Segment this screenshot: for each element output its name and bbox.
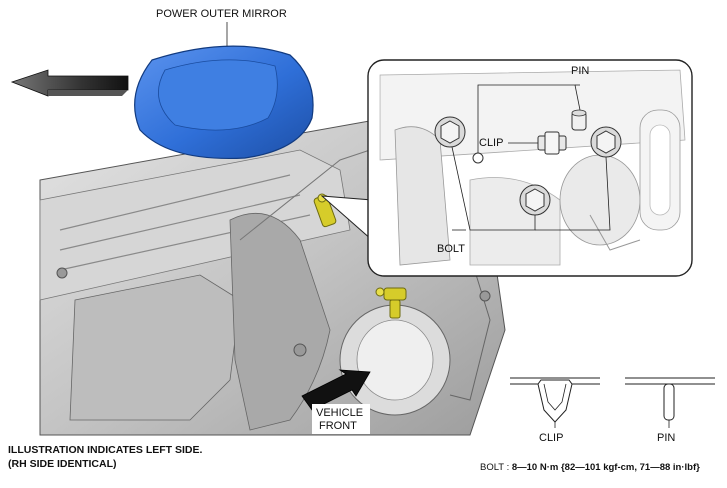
detail-leader-lines [451, 84, 611, 231]
pin-label-detail: PIN [571, 65, 590, 77]
torque-spec-separator: : [503, 462, 512, 473]
clip-cross-section [510, 377, 600, 428]
removal-direction-arrow [10, 69, 129, 97]
torque-spec-value: 8—10 N·m {82—101 kgf-cm, 71—88 in·lbf} [511, 462, 700, 473]
clip-detail [537, 131, 567, 155]
bolt-upper-right [590, 126, 622, 158]
torque-spec-part: BOLT [480, 462, 504, 473]
bolt-upper-left [434, 116, 466, 148]
bolt-label-detail: BOLT [437, 243, 465, 255]
power-outer-mirror [134, 45, 314, 160]
torque-spec: BOLT : 8—10 N·m {82—101 kgf-cm, 71—88 in… [480, 462, 700, 473]
clip-label-section: CLIP [539, 432, 564, 444]
pin-detail [472, 109, 587, 164]
pin-cross-section [625, 377, 715, 428]
clip-label-detail: CLIP [479, 137, 504, 149]
vehicle-front-label-line1: VEHICLE [316, 407, 364, 419]
pin-label-section: PIN [657, 432, 676, 444]
illustration-note-line1: ILLUSTRATION INDICATES LEFT SIDE. [8, 444, 203, 456]
detail-inset [367, 59, 693, 277]
mirror-mount-fastener-lower [375, 287, 407, 319]
illustration-note-line2: (RH SIDE IDENTICAL) [8, 458, 117, 470]
bolt-lower-center [519, 184, 551, 216]
vehicle-front-label-bg [312, 404, 370, 434]
power-outer-mirror-label: POWER OUTER MIRROR [156, 8, 287, 20]
vehicle-front-label-line2: FRONT [319, 420, 357, 432]
